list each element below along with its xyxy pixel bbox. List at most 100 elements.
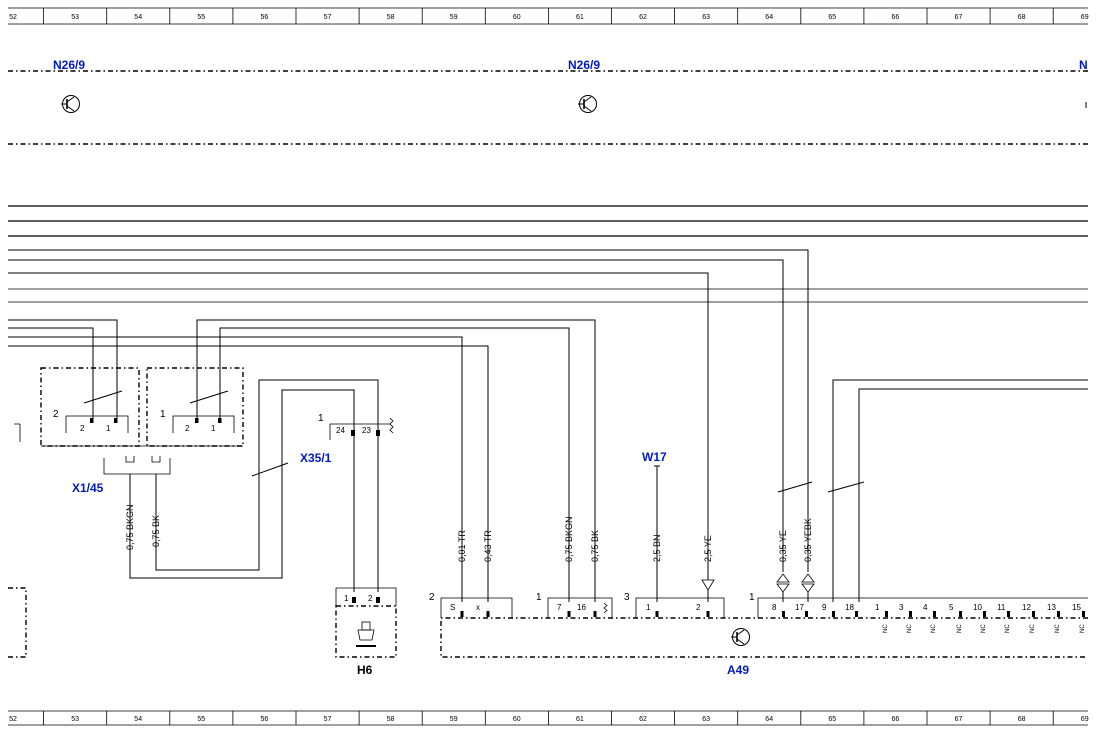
pin-terminal <box>1032 611 1035 617</box>
a49-connector-number: 3 <box>624 592 630 603</box>
a49-pin: x <box>476 603 480 612</box>
ruler-column-number: 67 <box>955 14 963 21</box>
nc-marker: NC <box>957 624 963 633</box>
wire-label: 0,43 TR <box>483 530 493 562</box>
pin-terminal <box>909 611 912 617</box>
a49-pin: 1 <box>875 603 880 612</box>
a49-module <box>440 597 1088 658</box>
wire-label: 0,75 BK <box>151 515 161 547</box>
x1-45-left-pin: 1 <box>106 424 111 433</box>
transistor-icon <box>731 628 750 646</box>
x35-1-number: 1 <box>318 413 324 424</box>
pin-terminal <box>782 611 785 617</box>
a49-pin: 2 <box>696 603 701 612</box>
pin-terminal <box>1082 611 1085 617</box>
partial-module-left <box>8 587 27 658</box>
a49-pin: 11 <box>997 603 1006 612</box>
h6-component <box>335 587 397 658</box>
ruler-column-number: 60 <box>513 716 521 723</box>
x1-45-right-pin: 1 <box>211 424 216 433</box>
ground-arrow-icon <box>701 579 715 602</box>
x1-45-left-number: 2 <box>53 409 59 420</box>
wire-label: 2,5 BN <box>652 534 662 562</box>
a49-label: A49 <box>727 663 749 677</box>
n26-band <box>8 70 1088 145</box>
pin-terminal <box>593 611 597 617</box>
ruler-column-number: 54 <box>134 14 142 21</box>
x35-1-connector <box>329 417 394 440</box>
a49-pin: 9 <box>822 603 827 612</box>
pin-terminal <box>933 611 936 617</box>
h6-label: H6 <box>357 663 373 677</box>
nc-marker: NC <box>907 624 913 633</box>
double-arrow-icon <box>776 573 790 602</box>
nc-marker: NC <box>1055 624 1061 633</box>
a49-pin: 15 <box>1072 603 1081 612</box>
wire-label: 0,75 BKGN <box>125 504 135 550</box>
a49-pin: 17 <box>795 603 804 612</box>
ruler-column-number: 63 <box>702 716 710 723</box>
nc-marker: NC <box>981 624 987 633</box>
wire-label: 0,35 YEBK <box>803 518 813 562</box>
nc-marker: NC <box>1080 624 1086 633</box>
pin-terminal <box>1057 611 1060 617</box>
pin-terminal <box>983 611 986 617</box>
a49-pin: 8 <box>772 603 777 612</box>
a49-pin: 7 <box>557 603 562 612</box>
pin-terminal <box>1007 611 1010 617</box>
n26-left-label: N26/9 <box>53 58 85 72</box>
ruler-column-number: 58 <box>387 716 395 723</box>
a49-pin: 4 <box>923 603 928 612</box>
ruler-column-number: 52 <box>9 716 17 723</box>
a49-connector-number: 2 <box>429 592 435 603</box>
nc-marker: NC <box>931 624 937 633</box>
ruler-column-number: 65 <box>828 14 836 21</box>
pin-terminal <box>655 611 659 617</box>
h6-pin: 1 <box>344 594 349 603</box>
ruler-column-number: 55 <box>197 716 205 723</box>
ruler-column-number: 54 <box>134 716 142 723</box>
a49-pin: 13 <box>1047 603 1056 612</box>
transistor-icon <box>578 95 597 113</box>
a49-connector-number: 1 <box>536 592 542 603</box>
ruler-column-number: 62 <box>639 14 647 21</box>
x1-45-left-pin: 2 <box>80 424 85 433</box>
transistor-icon <box>61 95 80 113</box>
ruler-labels: 5252535354545555565657575858595960606161… <box>9 8 1089 725</box>
ruler-column-number: 64 <box>765 716 773 723</box>
ruler-column-number: 69 <box>1081 14 1089 21</box>
a49-pin: 18 <box>845 603 854 612</box>
pin-terminal <box>567 611 571 617</box>
ruler-column-number: 55 <box>197 14 205 21</box>
w17-label: W17 <box>642 450 667 464</box>
h6-pin: 2 <box>368 594 373 603</box>
bus-lines <box>8 205 1088 303</box>
a49-pin: S <box>450 603 455 612</box>
wire-label: 0,75 BK <box>590 530 600 562</box>
ruler-column-number: 59 <box>450 14 458 21</box>
wire-label: 0,35 YE <box>778 530 788 562</box>
ruler-column-number: 52 <box>9 14 17 21</box>
ruler-column-number: 69 <box>1081 716 1089 723</box>
ruler-column-number: 53 <box>71 14 79 21</box>
a49-pin: 10 <box>973 603 982 612</box>
x35-1-pin: 23 <box>362 426 371 435</box>
ruler-column-number: 53 <box>71 716 79 723</box>
double-arrow-icon <box>801 573 815 602</box>
wire-label: 0,75 BKGN <box>564 516 574 562</box>
pin-terminal <box>486 611 490 617</box>
ruler-column-number: 67 <box>955 716 963 723</box>
n26-mid-label: N26/9 <box>568 58 600 72</box>
ruler-column-number: 65 <box>828 716 836 723</box>
a49-pin: 3 <box>899 603 904 612</box>
n26-right-label: N <box>1079 58 1088 72</box>
ruler-column-number: 66 <box>892 716 900 723</box>
ruler-column-number: 57 <box>324 716 332 723</box>
x1-45-right-pin: 2 <box>185 424 190 433</box>
ruler-column-number: 61 <box>576 14 584 21</box>
ruler-column-number: 60 <box>513 14 521 21</box>
x35-1-pin: 24 <box>336 426 345 435</box>
a49-pin: 1 <box>646 603 651 612</box>
